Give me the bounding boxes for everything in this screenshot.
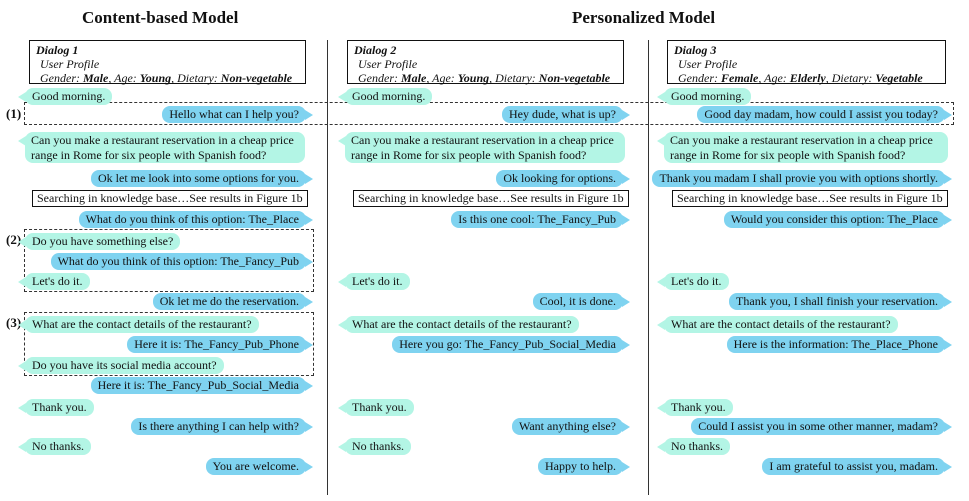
system-message: Could I assist you in some other manner,… (691, 418, 952, 435)
profile-label: User Profile (358, 57, 418, 71)
column-divider (327, 40, 328, 495)
user-message: What are the contact details of the rest… (657, 316, 898, 333)
system-message: Here you go: The_Fancy_Pub_Social_Media (392, 336, 630, 353)
user-message: Can you make a restaurant reservation in… (657, 132, 948, 163)
age-value: Young (457, 71, 490, 85)
heading-content-based: Content-based Model (82, 8, 239, 27)
dialog-3-profile: Dialog 3 User Profile Gender: Female, Ag… (667, 40, 946, 85)
user-message: What are the contact details of the rest… (18, 316, 259, 333)
marker-1: (1) (6, 106, 22, 121)
dialog-title: Dialog 1 (36, 43, 79, 57)
knowledge-base-search: Searching in knowledge base…See results … (672, 190, 948, 207)
system-message: Ok let me do the reservation. (152, 293, 314, 310)
dietary-value: Non-vegetable (538, 71, 611, 85)
column-divider (648, 40, 649, 495)
heading-personalized: Personalized Model (572, 8, 716, 27)
dialog-1-profile: Dialog 1 User Profile Gender: Male, Age:… (29, 40, 306, 85)
user-message: No thanks. (657, 438, 730, 455)
gender-value: Male (400, 71, 427, 85)
gender-value: Female (720, 71, 759, 85)
knowledge-base-search: Searching in knowledge base…See results … (32, 190, 308, 207)
system-message: What do you think of this option: The_Pl… (78, 211, 314, 228)
gender-label: Gender: (678, 71, 718, 85)
user-message: Good morning. (656, 88, 752, 105)
system-message: Hey dude, what is up? (502, 106, 630, 123)
user-message: Do you have something else? (17, 233, 181, 250)
dialog-title: Dialog 2 (354, 43, 397, 57)
user-message: Do you have its social media account? (18, 357, 224, 374)
dialog-2-profile: Dialog 2 User Profile Gender: Male, Age:… (347, 40, 624, 85)
system-message: Happy to help. (538, 458, 630, 475)
user-message: Let's do it. (338, 273, 410, 290)
age-label: Age: (114, 71, 137, 85)
system-message: Here is the information: The_Place_Phone (726, 336, 953, 353)
highlight-box-3 (24, 312, 314, 376)
profile-label: User Profile (40, 57, 100, 71)
system-message: Good day madam, how could I assist you t… (697, 106, 952, 123)
user-message: Can you make a restaurant reservation in… (338, 132, 625, 163)
user-message: Can you make a restaurant reservation in… (18, 132, 305, 163)
user-message: No thanks. (338, 438, 411, 455)
gender-label: Gender: (358, 71, 398, 85)
system-message: Cool, it is done. (532, 293, 631, 310)
system-message: Thank you madam I shall provie you with … (652, 170, 952, 187)
dietary-label: Dietary: (177, 71, 218, 85)
dietary-label: Dietary: (831, 71, 873, 85)
system-message: You are welcome. (205, 458, 314, 475)
system-message: What do you think of this option: The_Fa… (50, 253, 314, 270)
dietary-value: Vegetable (875, 71, 923, 85)
highlight-box-1 (24, 102, 954, 125)
profile-label: User Profile (678, 57, 738, 71)
knowledge-base-search: Searching in knowledge base…See results … (353, 190, 629, 207)
system-message: Thank you, I shall finish your reservati… (729, 293, 952, 310)
system-message: Ok looking for options. (496, 170, 630, 187)
user-message: Thank you. (18, 399, 94, 416)
marker-3: (3) (6, 315, 22, 330)
dietary-value: Non-vegetable (220, 71, 293, 85)
user-message: Good morning. (337, 88, 433, 105)
marker-2: (2) (6, 232, 22, 247)
highlight-box-2 (24, 229, 314, 292)
system-message: Here it is: The_Fancy_Pub_Social_Media (90, 377, 314, 394)
gender-label: Gender: (40, 71, 80, 85)
age-value: Elderly (789, 71, 826, 85)
dietary-label: Dietary: (495, 71, 536, 85)
system-message: Want anything else? (511, 418, 631, 435)
profile-attributes: Gender: Male, Age: Young, Dietary: Non-v… (358, 71, 611, 85)
age-label: Age: (432, 71, 455, 85)
system-message: Would you consider this option: The_Plac… (723, 211, 953, 228)
age-label: Age: (764, 71, 787, 85)
user-message: Good morning. (17, 88, 113, 105)
profile-attributes: Gender: Female, Age: Elderly, Dietary: V… (678, 71, 923, 85)
system-message: Here it is: The_Fancy_Pub_Phone (127, 336, 313, 353)
system-message: I am grateful to assist you, madam. (762, 458, 952, 475)
dialog-title: Dialog 3 (674, 43, 717, 57)
gender-value: Male (82, 71, 109, 85)
system-message: Hello what can I help you? (162, 106, 313, 123)
user-message: No thanks. (18, 438, 91, 455)
user-message: Thank you. (338, 399, 414, 416)
user-message: Let's do it. (657, 273, 729, 290)
profile-attributes: Gender: Male, Age: Young, Dietary: Non-v… (40, 71, 293, 85)
system-message: Is there anything I can help with? (131, 418, 313, 435)
user-message: What are the contact details of the rest… (338, 316, 579, 333)
system-message: Is this one cool: The_Fancy_Pub (451, 211, 630, 228)
user-message: Let's do it. (18, 273, 90, 290)
user-message: Thank you. (657, 399, 733, 416)
age-value: Young (139, 71, 172, 85)
system-message: Ok let me look into some options for you… (91, 170, 313, 187)
